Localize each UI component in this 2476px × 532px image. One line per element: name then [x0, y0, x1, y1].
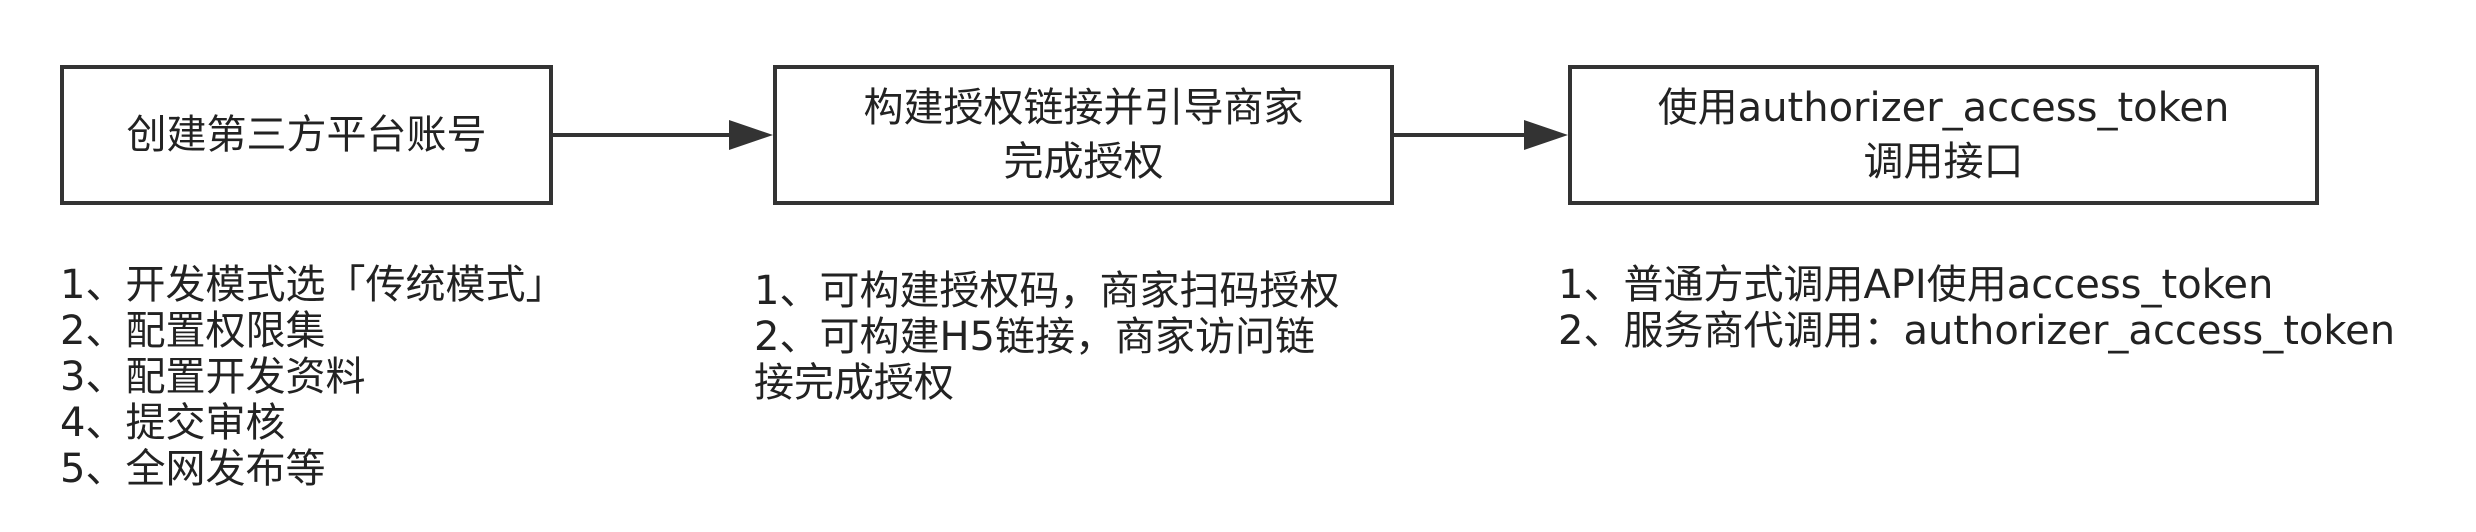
step-1-notes: 1、开发模式选「传统模式」 2、配置权限集 3、配置开发资料 4、提交审核 5、… [60, 262, 565, 492]
arrowhead-icon [1524, 120, 1568, 150]
step-2-label-line-1: 构建授权链接并引导商家 [863, 85, 1304, 131]
arrow-step1-to-step2 [553, 120, 773, 150]
step-2-note: 接完成授权 [754, 360, 954, 406]
step-3-note: 2、服务商代调用：authorizer_access_token [1558, 308, 2396, 354]
step-2-notes: 1、可构建授权码，商家扫码授权 2、可构建H5链接，商家访问链 接完成授权 [754, 268, 1339, 406]
step-1-note: 4、提交审核 [60, 400, 286, 446]
step-1-label: 创建第三方平台账号 [126, 112, 487, 158]
step-3-note: 1、普通方式调用API使用access_token [1558, 262, 2274, 308]
step-1-note: 1、开发模式选「传统模式」 [60, 262, 566, 308]
arrowhead-icon [729, 120, 773, 150]
step-1-note: 2、配置权限集 [60, 308, 326, 354]
step-2-label-line-2: 完成授权 [1003, 139, 1164, 185]
step-2-note: 1、可构建授权码，商家扫码授权 [754, 268, 1340, 314]
step-1-note: 5、全网发布等 [60, 446, 326, 492]
step-1-box: 创建第三方平台账号 [60, 65, 553, 205]
step-3-label-line-2: 调用接口 [1863, 139, 2024, 185]
step-2-note: 2、可构建H5链接，商家访问链 [754, 314, 1315, 360]
step-3-box: 使用authorizer_access_token 调用接口 [1568, 65, 2319, 205]
step-2-box: 构建授权链接并引导商家 完成授权 [773, 65, 1394, 205]
step-3-label-line-1: 使用authorizer_access_token [1657, 85, 2230, 131]
arrow-step2-to-step3 [1394, 120, 1568, 150]
step-1-note: 3、配置开发资料 [60, 354, 366, 400]
step-3-notes: 1、普通方式调用API使用access_token 2、服务商代调用：autho… [1558, 262, 2395, 354]
